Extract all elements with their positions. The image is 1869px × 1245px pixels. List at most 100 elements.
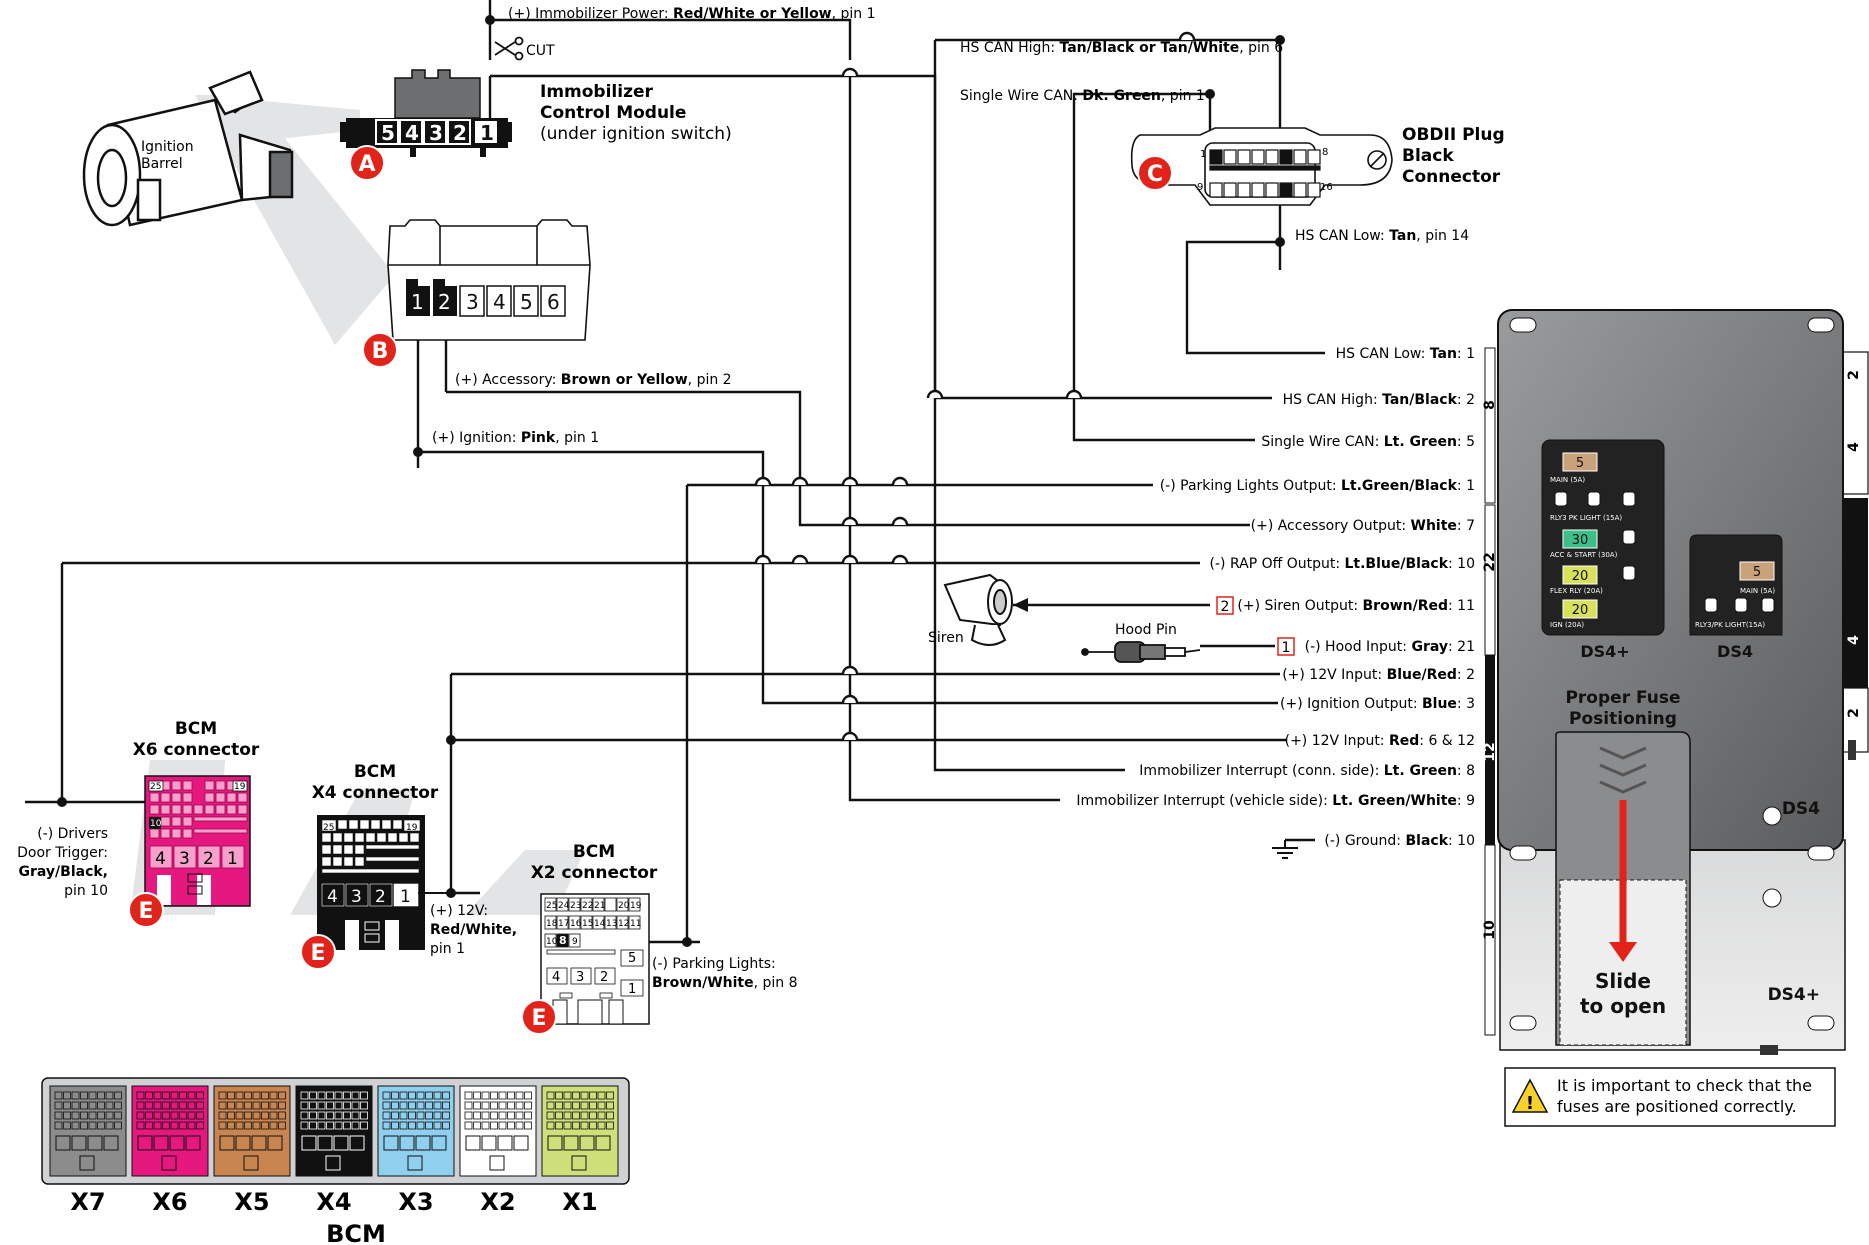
svg-text:Gray/Black,: Gray/Black, [19, 864, 109, 880]
svg-text:IGN (20A): IGN (20A) [1550, 621, 1584, 629]
svg-text:3: 3 [576, 970, 584, 985]
ign-pin-5: 5 [520, 290, 533, 314]
svg-text:10: 10 [546, 937, 558, 947]
obd-sw-label: Single Wire CAN: Dk. Green, pin 1 [960, 88, 1205, 104]
x4-connector [317, 815, 425, 950]
x6-pin-labels: 25 19 10 4 3 2 1 [150, 782, 246, 869]
cut-label: CUT [526, 43, 555, 59]
svg-text:2: 2 [1221, 599, 1230, 615]
svg-text:4: 4 [552, 970, 560, 985]
svg-text:11: 11 [630, 919, 641, 929]
bcm-slot-label-x2: X2 [480, 1188, 515, 1216]
hood-pin-icon [1081, 641, 1201, 663]
ign-pin-3: 3 [466, 290, 479, 314]
bcm-slot-x1 [541, 1085, 619, 1177]
bcm-slot-x2 [459, 1085, 537, 1177]
bcm-slot-label-x1: X1 [562, 1188, 597, 1216]
svg-text:22: 22 [1482, 552, 1498, 571]
svg-text:(-) Drivers: (-) Drivers [37, 826, 108, 842]
svg-text:4: 4 [155, 849, 166, 869]
badge-c: C [1137, 155, 1173, 191]
siren-label: Siren [928, 630, 964, 646]
siren-tag: 2 [1216, 596, 1234, 615]
ignition-pins: 1 2 3 4 5 6 [406, 279, 566, 317]
obd-pin16-label: 16 [1320, 182, 1333, 193]
svg-text:21: 21 [594, 901, 605, 911]
bcm-slot-x5 [213, 1085, 291, 1177]
ds4-right-fuses: 5 MAIN (5A) RLY3/PK LIGHT(15A) [1695, 561, 1775, 629]
x4-title-1: BCM [354, 762, 396, 782]
output-label-1: HS CAN Low: Tan: 1 [1336, 346, 1475, 362]
warning-icon: ! [1511, 1078, 1549, 1114]
ds4-module [1484, 309, 1869, 1055]
svg-text:1: 1 [400, 887, 411, 907]
bcm-slot-label-x4: X4 [316, 1188, 351, 1216]
svg-text:10: 10 [150, 819, 162, 829]
ignition-label: (+) Ignition: Pink, pin 1 [432, 430, 599, 446]
bcm-slot-label-x3: X3 [398, 1188, 433, 1216]
svg-text:17: 17 [558, 919, 569, 929]
svg-text:20: 20 [618, 901, 630, 911]
svg-text:18: 18 [546, 919, 558, 929]
x2-connector [540, 893, 650, 1025]
svg-text:5: 5 [628, 951, 636, 966]
ds4-plus-panel-label: DS4+ [1580, 642, 1629, 661]
svg-text:E: E [310, 941, 325, 966]
ignition-barrel-icon [82, 70, 294, 227]
bcm-slot-x6 [131, 1085, 209, 1177]
svg-text:4: 4 [1846, 442, 1862, 452]
x4-note: (+) 12V: Red/White, pin 1 [430, 903, 517, 957]
warning-line-2: fuses are positioned correctly. [1557, 1097, 1797, 1116]
immo-pin-4: 4 [405, 121, 419, 145]
barrel-label-2: Barrel [141, 156, 183, 172]
x6-title-2: X6 connector [133, 740, 260, 760]
svg-text:(+) 12V:: (+) 12V: [430, 903, 488, 919]
svg-text:2: 2 [375, 887, 386, 907]
svg-text:23: 23 [570, 901, 581, 911]
obd-hs-high-label: HS CAN High: Tan/Black or Tan/White, pin… [960, 40, 1283, 56]
output-label-6: (-) RAP Off Output: Lt.Blue/Black: 10 [1210, 556, 1475, 572]
svg-text:Door Trigger:: Door Trigger: [17, 845, 108, 861]
output-label-2: HS CAN High: Tan/Black: 2 [1283, 392, 1475, 408]
x6-connector [144, 775, 251, 907]
warning-box: ! It is important to check that the fuse… [1504, 1067, 1836, 1127]
svg-text:5: 5 [1753, 565, 1761, 580]
svg-text:22: 22 [582, 901, 593, 911]
bcm-title: BCM [326, 1220, 386, 1245]
svg-text:pin 10: pin 10 [64, 883, 108, 899]
svg-text:30: 30 [1572, 533, 1589, 548]
immo-pin-1: 1 [480, 121, 494, 145]
svg-text:!: ! [1526, 1093, 1534, 1114]
bcm-slot-x4 [295, 1085, 373, 1177]
wires [25, 0, 1325, 944]
svg-text:25: 25 [546, 901, 557, 911]
svg-text:E: E [138, 899, 153, 924]
obd-hs-low-label: HS CAN Low: Tan, pin 14 [1295, 228, 1469, 244]
svg-text:14: 14 [594, 919, 606, 929]
svg-text:B: B [372, 339, 389, 364]
svg-text:25: 25 [150, 782, 161, 792]
slide-label-1: Slide [1595, 969, 1651, 993]
obd-title-2: Black [1402, 146, 1454, 166]
svg-text:Red/White,: Red/White, [430, 922, 517, 938]
obd-pins [1209, 149, 1321, 198]
barrel-label-1: Ignition [141, 139, 194, 155]
x2-title-1: BCM [573, 842, 615, 862]
svg-text:A: A [358, 152, 375, 177]
svg-text:19: 19 [234, 782, 246, 792]
svg-text:3: 3 [179, 849, 190, 869]
svg-text:C: C [1147, 162, 1163, 187]
svg-text:4: 4 [327, 887, 338, 907]
svg-text:1: 1 [628, 982, 636, 997]
svg-text:8: 8 [559, 934, 567, 947]
svg-text:pin 1: pin 1 [430, 941, 465, 957]
svg-text:25: 25 [323, 823, 334, 833]
x2-pin-labels: 25 24 23 22 21 20 19 18 17 16 15 14 13 1… [546, 901, 642, 997]
accessory-label: (+) Accessory: Brown or Yellow, pin 2 [455, 372, 732, 388]
ds4-side-tab-labels: 2 4 4 2 8 22 12 10 [1482, 370, 1862, 940]
badge-b: B [362, 332, 398, 368]
output-label-12: Immobilizer Interrupt (conn. side): Lt. … [1139, 763, 1475, 779]
svg-text:10: 10 [1482, 920, 1498, 940]
output-label-4: (-) Parking Lights Output: Lt.Green/Blac… [1160, 478, 1475, 494]
